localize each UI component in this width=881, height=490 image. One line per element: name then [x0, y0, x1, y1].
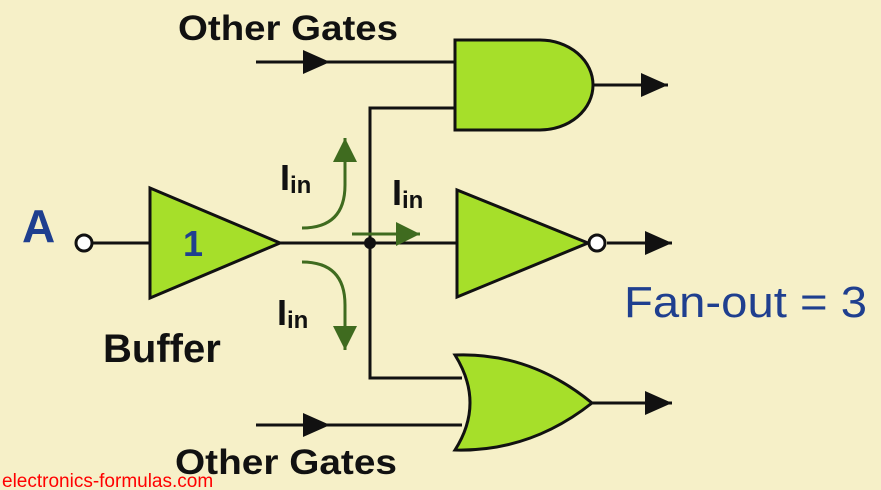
input-label: A [22, 200, 55, 252]
not-gate [455, 187, 607, 300]
current-label-up: Iin [280, 157, 311, 199]
top-other-gates-label: Other Gates [178, 9, 398, 48]
fanout-label: Fan-out = 3 [624, 278, 867, 327]
current-arrows [301, 138, 420, 350]
bottom-other-gates-label: Other Gates [175, 443, 397, 482]
buffer-label: Buffer [103, 327, 221, 371]
not-bubble [587, 233, 607, 253]
junction-dot [364, 237, 376, 249]
current-label-down: Iin [277, 292, 308, 334]
current-arrow-up [301, 138, 357, 230]
input-terminal [74, 233, 94, 253]
or-gate [452, 353, 595, 452]
current-arrow-down [301, 260, 357, 350]
current-label-right: Iin [392, 172, 423, 214]
buffer-gate [148, 185, 284, 301]
buffer-symbol: 1 [183, 223, 203, 264]
and-gate [453, 38, 595, 132]
watermark: electronics-formulas.com [2, 471, 213, 490]
